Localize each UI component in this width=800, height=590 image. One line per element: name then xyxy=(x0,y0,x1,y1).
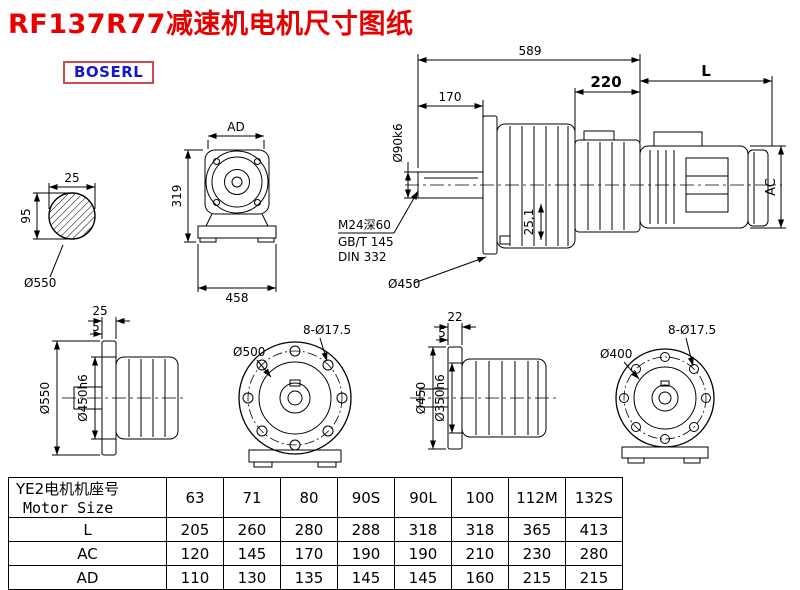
table-row-L: L 205 260 280 288 318 318 365 413 xyxy=(8,517,623,542)
cell: 318 xyxy=(394,517,452,542)
base xyxy=(248,449,342,463)
dim-220: 220 xyxy=(590,73,621,91)
dim-AC: AC xyxy=(764,178,779,196)
cell: 413 xyxy=(565,517,623,542)
cell: 190 xyxy=(337,541,395,566)
label-dia-500: Ø500 xyxy=(233,345,265,359)
dim-319: 319 xyxy=(170,185,184,208)
shaft-section-circle xyxy=(48,192,96,240)
note-tap-m24: M24深60 xyxy=(338,218,391,232)
flange-side-small-view: 22 5 Ø450 Ø350h6 xyxy=(410,310,560,450)
label-bolt-holes: 8-Ø17.5 xyxy=(303,323,351,337)
size-col-63: 63 xyxy=(166,477,224,518)
base xyxy=(621,446,709,459)
flange-front-large-view: 8-Ø17.5 Ø500 xyxy=(233,323,352,468)
dim-25-1: 25,1 xyxy=(522,209,536,236)
gearbox-face-housing xyxy=(204,149,270,215)
cell: 205 xyxy=(166,517,224,542)
dim-flange-25: 25 xyxy=(92,304,107,318)
dim-flange-22: 22 xyxy=(447,310,462,324)
gearbox-base xyxy=(197,225,277,239)
dim-L: L xyxy=(701,62,711,80)
terminal-box xyxy=(653,131,703,147)
table-row-AC: AC 120 145 170 190 190 210 230 280 xyxy=(8,541,623,566)
housing xyxy=(461,358,547,438)
size-col-112m: 112M xyxy=(508,477,566,518)
dim-step-5: 5 xyxy=(92,320,100,334)
cell: 145 xyxy=(223,541,281,566)
fan-cover xyxy=(747,149,769,227)
cell: 190 xyxy=(394,541,452,566)
label-spigot-350h6: Ø350h6 xyxy=(433,374,447,422)
housing xyxy=(115,356,179,440)
dim-shaft-width: 25 xyxy=(64,171,79,185)
technical-drawing: 25 95 Ø550 xyxy=(19,44,786,468)
dim-458: 458 xyxy=(226,291,249,305)
note-din332: DIN 332 xyxy=(338,250,386,264)
flange-side-large-view: 25 5 Ø550 Ø450h6 xyxy=(38,304,186,456)
cell: 170 xyxy=(280,541,338,566)
size-col-100: 100 xyxy=(451,477,509,518)
dim-170: 170 xyxy=(439,90,462,104)
header-en: Motor Size xyxy=(23,499,114,517)
cell: 365 xyxy=(508,517,566,542)
cell: 280 xyxy=(280,517,338,542)
shaft-section-view: 25 95 Ø550 xyxy=(19,171,96,290)
gear-stage-2 xyxy=(574,139,641,233)
label-flange-dia-450: Ø450 xyxy=(388,277,420,291)
row-label-L: L xyxy=(8,517,167,542)
gear-housing xyxy=(496,123,576,249)
size-col-80: 80 xyxy=(280,477,338,518)
header-cn: YE2电机机座号 xyxy=(16,480,120,498)
label-dia-400: Ø400 xyxy=(600,347,632,361)
motor-size-header: YE2电机机座号 Motor Size xyxy=(8,477,167,518)
size-col-90l: 90L xyxy=(394,477,452,518)
note-gbt145: GB/T 145 xyxy=(338,235,394,249)
cell: 230 xyxy=(508,541,566,566)
size-col-132s: 132S xyxy=(565,477,623,518)
cell: 120 xyxy=(166,541,224,566)
dim-589: 589 xyxy=(519,44,542,58)
cell: 280 xyxy=(565,541,623,566)
brand-logo: BOSERL xyxy=(63,61,155,84)
cell: 318 xyxy=(451,517,509,542)
row-label-AC: AC xyxy=(8,541,167,566)
page-title: RF137R77减速机电机尺寸图纸 xyxy=(8,9,414,40)
label-shaft-diameter: Ø550 xyxy=(24,276,56,290)
label-spigot-450h6: Ø450h6 xyxy=(76,374,90,422)
cell: 210 xyxy=(451,541,509,566)
motor-dimension-table: YE2电机机座号 Motor Size 63 71 80 90S 90L 100… xyxy=(8,477,623,590)
label-bolt-holes: 8-Ø17.5 xyxy=(668,323,716,337)
flange-front-small-view: 8-Ø17.5 Ø400 xyxy=(600,323,716,464)
dim-ad: AD xyxy=(227,120,244,134)
table-header-row: YE2电机机座号 Motor Size 63 71 80 90S 90L 100… xyxy=(8,477,623,518)
label-od-550: Ø550 xyxy=(38,382,52,414)
cell: 260 xyxy=(223,517,281,542)
size-col-90s: 90S xyxy=(337,477,395,518)
main-assembly-view: 589 170 Ø90k6 220 L AC M24深60 GB/T 145 D… xyxy=(338,44,786,291)
cell: 288 xyxy=(337,517,395,542)
dim-step-5: 5 xyxy=(438,326,446,340)
label-od-450: Ø450 xyxy=(414,382,428,414)
gearbox-front-view: AD 319 458 xyxy=(170,120,277,305)
size-col-71: 71 xyxy=(223,477,281,518)
dim-shaft-height: 95 xyxy=(19,208,33,223)
dim-shaft-dia-90k6: Ø90k6 xyxy=(391,123,405,162)
